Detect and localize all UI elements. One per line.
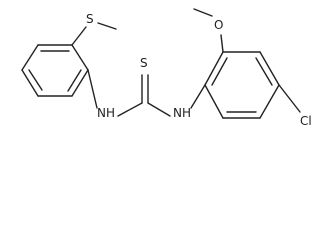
left-amine-group: N H [87,69,143,120]
left-benzene-ring [21,44,89,97]
bond [278,84,301,113]
oxygen-atom-label: O [214,18,223,32]
double-bond-inner [67,69,82,92]
bond [117,102,143,117]
hydrogen-atom-label: H [106,106,115,120]
right-benzene-ring [204,51,280,119]
methylthio-group: S [71,12,117,46]
thiocarbonyl-sulfur-label: S [140,56,148,70]
bond [97,22,117,30]
bond [193,8,213,17]
bond [220,34,224,53]
hydrogen-atom-label: H [182,106,191,120]
sulfur-atom-label: S [86,12,94,26]
double-bond-inner [255,57,273,86]
bond [190,84,206,109]
methoxy-group: O [193,8,224,53]
bond [259,51,280,86]
nitrogen-atom-label: N [97,106,106,120]
bond [87,69,98,109]
bond [21,44,39,71]
bond [71,44,89,71]
bond [21,69,39,97]
bond [259,84,280,119]
bond [204,84,224,119]
chloro-group: Cl [278,84,312,128]
right-amine-group: N H [147,84,206,120]
double-bond-inner [28,69,43,91]
nitrogen-atom-label: N [173,106,182,120]
structure-diagram: S N H S N H O Cl [21,8,312,128]
bond [71,26,87,46]
bond [204,51,224,86]
bond [71,69,89,97]
bond [147,102,171,117]
chlorine-atom-label: Cl [300,114,312,128]
double-bond-inner [211,57,228,86]
thiourea-core: S [140,56,149,104]
